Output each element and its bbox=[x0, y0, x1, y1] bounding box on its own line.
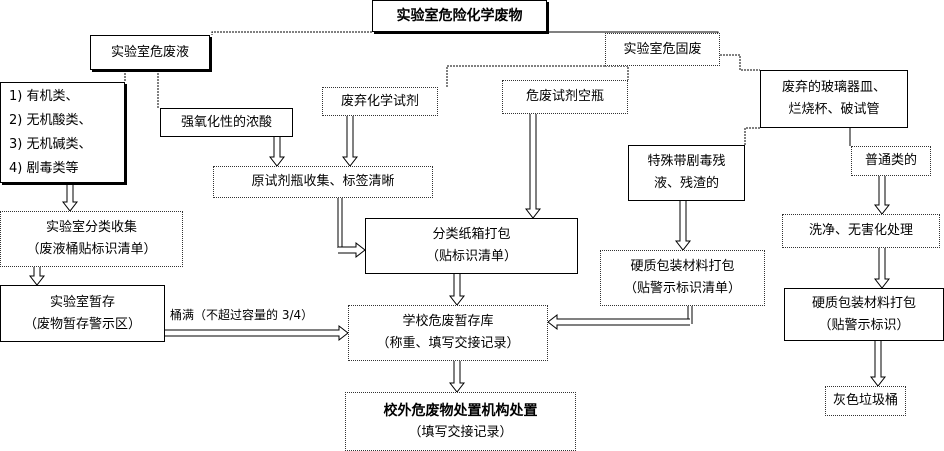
connector-line bbox=[605, 65, 629, 80]
carton-pack-box: 分类纸箱打包 （贴标识清单） bbox=[365, 218, 578, 274]
flow-arrow bbox=[674, 201, 692, 251]
external-disposal-line2: （填写交接记录） bbox=[408, 424, 513, 440]
flow-arrow bbox=[61, 183, 79, 212]
toxic-residue-line2: 液、残渣的 bbox=[653, 176, 719, 191]
solid-waste-label: 实验室危固废 bbox=[623, 41, 702, 57]
flow-arrow bbox=[448, 274, 466, 306]
grey-bin-label: 灰色垃圾桶 bbox=[832, 393, 898, 408]
school-storage-line2: （称重、填写交接记录） bbox=[376, 336, 520, 351]
flow-arrow bbox=[28, 267, 46, 286]
wash-label: 洗净、无害化处理 bbox=[808, 223, 913, 238]
hard-pack-left-box: 硬质包装材料打包 （贴警示标识清单） bbox=[600, 250, 765, 306]
carton-pack-line2: （贴标识清单） bbox=[425, 249, 517, 264]
liquid-type-item: 4) 剧毒类等 bbox=[9, 160, 79, 176]
liquid-type-item: 2) 无机酸类、 bbox=[9, 112, 92, 128]
flow-arrow bbox=[873, 248, 891, 289]
lab-collect-line1: 实验室分类收集 bbox=[45, 220, 137, 235]
lab-storage-line2: （废物暂存警示区） bbox=[23, 316, 141, 332]
hard-pack-right-box: 硬质包装材料打包 （贴警示标识） bbox=[784, 288, 944, 341]
original-bottle-label: 原试剂瓶收集、标签清晰 bbox=[251, 174, 395, 189]
flow-arrow bbox=[268, 137, 286, 167]
waste-reagent-box: 废弃化学试剂 bbox=[322, 87, 438, 116]
external-disposal-line1: 校外危废物处置机构处置 bbox=[383, 402, 538, 419]
liquid-type-item: 1) 有机类、 bbox=[9, 88, 79, 104]
empty-bottle-box: 危废试剂空瓶 bbox=[502, 80, 628, 114]
title: 实验室危险化学废物 bbox=[396, 8, 523, 24]
lab-collect-line2: （废液桶贴标识清单） bbox=[26, 242, 157, 257]
glassware-line1: 废弃的玻璃器皿、 bbox=[781, 80, 886, 95]
liquid-type-item: 3) 无机碱类、 bbox=[9, 136, 92, 152]
grey-bin-box: 灰色垃圾桶 bbox=[825, 386, 906, 416]
flow-arrow bbox=[547, 313, 690, 331]
hard-pack-left-line1: 硬质包装材料打包 bbox=[630, 259, 735, 274]
liquid-types-box: 1) 有机类、 2) 无机酸类、 3) 无机碱类、 4) 剧毒类等 bbox=[0, 82, 125, 183]
wash-box: 洗净、无害化处理 bbox=[782, 214, 940, 248]
original-bottle-box: 原试剂瓶收集、标签清晰 bbox=[213, 166, 433, 198]
lab-storage-line1: 实验室暂存 bbox=[49, 294, 115, 310]
waste-reagent-label: 废弃化学试剂 bbox=[340, 93, 419, 109]
hard-pack-right-line1: 硬质包装材料打包 bbox=[811, 295, 916, 311]
title-box: 实验室危险化学废物 bbox=[372, 0, 547, 32]
liquid-waste-box: 实验室危废液 bbox=[90, 35, 210, 70]
hard-pack-left-line2: （贴警示标识清单） bbox=[623, 281, 741, 296]
toxic-residue-line1: 特殊带剧毒残 bbox=[647, 154, 726, 169]
carton-pack-line1: 分类纸箱打包 bbox=[432, 227, 511, 242]
external-disposal-box: 校外危废物处置机构处置 （填写交接记录） bbox=[345, 392, 576, 451]
connector-line bbox=[720, 54, 760, 71]
empty-bottle-label: 危废试剂空瓶 bbox=[525, 89, 604, 104]
connector-line bbox=[211, 31, 372, 35]
ordinary-box: 普通类的 bbox=[851, 146, 931, 176]
school-storage-box: 学校危废暂存库 （称重、填写交接记录） bbox=[348, 305, 548, 361]
flow-arrow bbox=[869, 341, 887, 387]
connector-line bbox=[547, 31, 719, 33]
toxic-residue-box: 特殊带剧毒残液、残渣的 bbox=[628, 145, 745, 201]
flow-arrow bbox=[524, 114, 542, 219]
strong-acid-box: 强氧化性的浓酸 bbox=[160, 108, 293, 137]
flow-arrow bbox=[448, 361, 466, 393]
flow-arrow bbox=[873, 176, 891, 215]
flow-arrow bbox=[165, 324, 349, 342]
bucket-full-label: 桶满（不超过容量的 3/4） bbox=[170, 308, 314, 322]
lab-storage-box: 实验室暂存 （废物暂存警示区） bbox=[0, 285, 165, 342]
liquid-waste-label: 实验室危废液 bbox=[110, 44, 189, 60]
solid-waste-box: 实验室危固废 bbox=[605, 33, 720, 66]
glassware-box: 废弃的玻璃器皿、烂烧杯、破试管 bbox=[760, 70, 908, 128]
flow-arrow bbox=[341, 116, 359, 167]
ordinary-label: 普通类的 bbox=[864, 153, 917, 168]
lab-collect-box: 实验室分类收集 （废液桶贴标识清单） bbox=[0, 211, 183, 267]
school-storage-line1: 学校危废暂存库 bbox=[402, 314, 494, 329]
connector-line bbox=[446, 65, 605, 87]
connector-line bbox=[744, 127, 760, 145]
strong-acid-label: 强氧化性的浓酸 bbox=[180, 114, 272, 130]
glassware-line2: 烂烧杯、破试管 bbox=[788, 102, 880, 117]
hard-pack-right-line2: （贴警示标识） bbox=[818, 317, 910, 333]
